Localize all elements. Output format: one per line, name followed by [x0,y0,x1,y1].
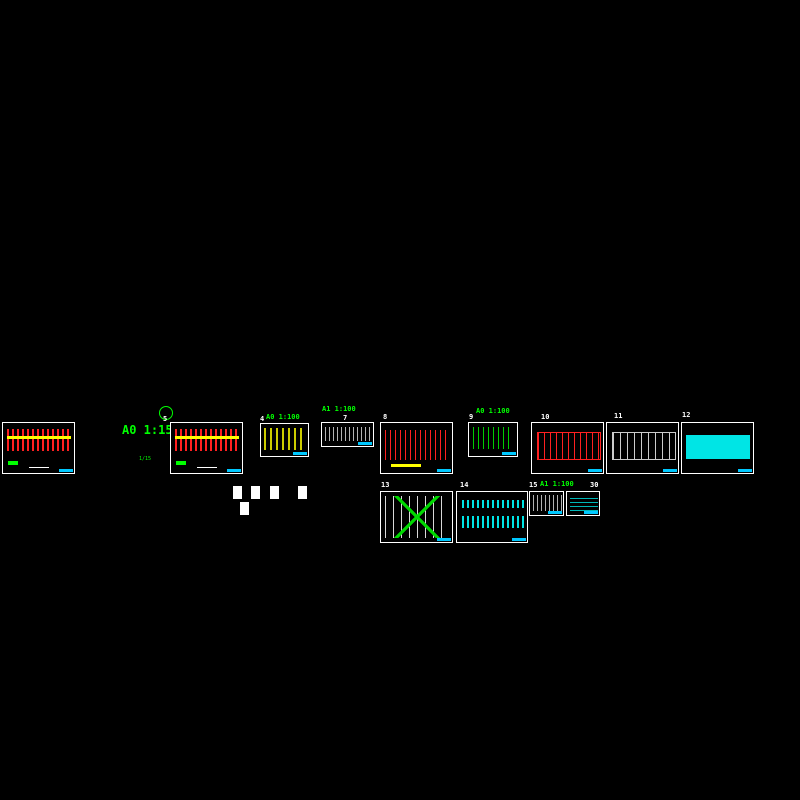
sheet-5-title-block [227,469,241,472]
sheet-number-11: 11 [614,412,623,420]
sheet-7-details [325,427,371,441]
drawing-sheet-12[interactable] [681,422,754,474]
sheet-15-title-block [548,511,562,514]
sheet-number-8: 8 [383,413,388,421]
sheet-number-9: 9 [469,413,474,421]
small-card-3[interactable] [270,486,279,499]
sheet-number-4: 4 [260,415,265,423]
sheet-5-caption-line [196,467,217,468]
sheet-4-title-block [293,452,307,455]
sheet-1-caption-line [28,467,49,468]
sheet-9-details [473,427,513,449]
scale-label-a1-sheet15: A1 1:100 [540,480,574,488]
drawing-sheet-14[interactable] [456,491,528,543]
sheet-number-30: 30 [590,481,599,489]
sheet-number-13: 13 [381,481,390,489]
sheet-number-14: 14 [460,481,469,489]
sheet-13-frames [385,496,449,538]
scale-label-a0-main: A0 1:150 [122,423,180,437]
circle-marker-icon [159,406,173,420]
drawing-sheet-4[interactable] [260,423,309,457]
sheet-1-green-mark [8,461,18,465]
sheet-8-yellow-text [391,464,421,467]
sheet-14-elevation-top [462,500,524,508]
small-card-5[interactable] [240,502,249,515]
sheet-8-red-grid [385,430,450,460]
scale-label-a1-sheet7: A1 1:100 [322,405,356,413]
drawing-sheet-9[interactable] [468,422,518,457]
drawing-sheet-11[interactable] [606,422,679,474]
sheet-11-white-frame [612,432,676,460]
sheet-30-title-block [584,511,598,514]
drawing-sheet-13[interactable] [380,491,453,543]
scale-note-small: 1/15 [139,456,152,462]
sheet-1-title-block [59,469,73,472]
sheet-10-title-block [588,469,602,472]
sheet-4-details [264,428,306,450]
small-card-2[interactable] [251,486,260,499]
drawing-sheet-1[interactable] [2,422,75,474]
sheet-12-title-block [738,469,752,472]
sheet-10-red-frame [537,432,601,460]
drawing-sheet-8[interactable] [380,422,453,474]
sheet-number-7: 7 [343,414,348,422]
scale-label-a0-sheet4: A0 1:100 [266,413,300,421]
sheet-11-title-block [663,469,677,472]
sheet-30-details [570,495,598,511]
sheet-14-elevation-bottom [462,516,524,528]
drawing-sheet-30[interactable] [566,491,600,516]
sheet-number-12: 12 [682,411,691,419]
sheet-5-yellow-band [175,436,239,439]
drawing-sheet-5[interactable] [170,422,243,474]
sheet-5-red-band [175,429,239,451]
drawing-sheet-7[interactable] [321,422,374,447]
drawing-sheet-15[interactable] [529,491,564,516]
sheet-13-title-block [437,538,451,541]
small-card-1[interactable] [233,486,242,499]
sheet-number-15: 15 [529,481,538,489]
sheet-8-title-block [437,469,451,472]
sheet-number-10: 10 [541,413,550,421]
sheet-1-red-band [7,429,71,451]
sheet-5-green-mark [176,461,186,465]
small-card-4[interactable] [298,486,307,499]
sheet-14-title-block [512,538,526,541]
sheet-number-5: 5 [163,415,168,423]
sheet-12-cyan-fill [686,435,750,459]
sheet-9-title-block [502,452,516,455]
scale-label-a0-sheet9: A0 1:100 [476,407,510,415]
drawing-sheet-10[interactable] [531,422,604,474]
sheet-15-details [533,495,562,511]
sheet-1-yellow-band [7,436,71,439]
sheet-7-title-block [358,442,372,445]
